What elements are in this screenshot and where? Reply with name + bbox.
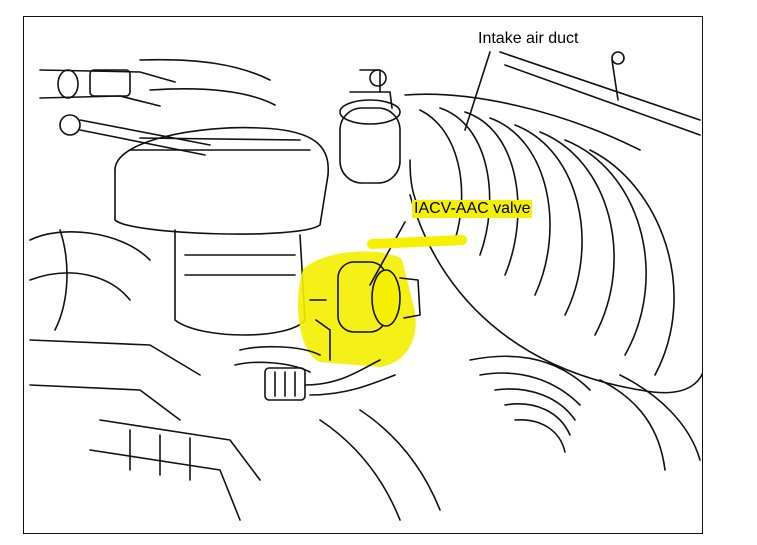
sensor-fitting xyxy=(339,69,401,184)
lower-duct xyxy=(469,355,701,471)
intake-air-duct-label: Intake air duct xyxy=(478,30,579,47)
upper-right-rod xyxy=(499,51,701,136)
duct-leader-line xyxy=(464,51,491,131)
valve-leader-line xyxy=(369,221,406,286)
lower-bracket xyxy=(89,409,441,521)
left-hose xyxy=(29,229,201,421)
upper-hose xyxy=(39,58,276,107)
highlight-mark xyxy=(367,235,467,249)
iacv-aac-valve-label: IACV-AAC valve xyxy=(412,200,533,218)
bolt xyxy=(59,114,211,156)
iacv-aac-valve-shape xyxy=(298,251,421,367)
intake-air-duct xyxy=(404,93,702,394)
harness-connector xyxy=(234,345,396,401)
air-cleaner-cap xyxy=(114,126,330,336)
